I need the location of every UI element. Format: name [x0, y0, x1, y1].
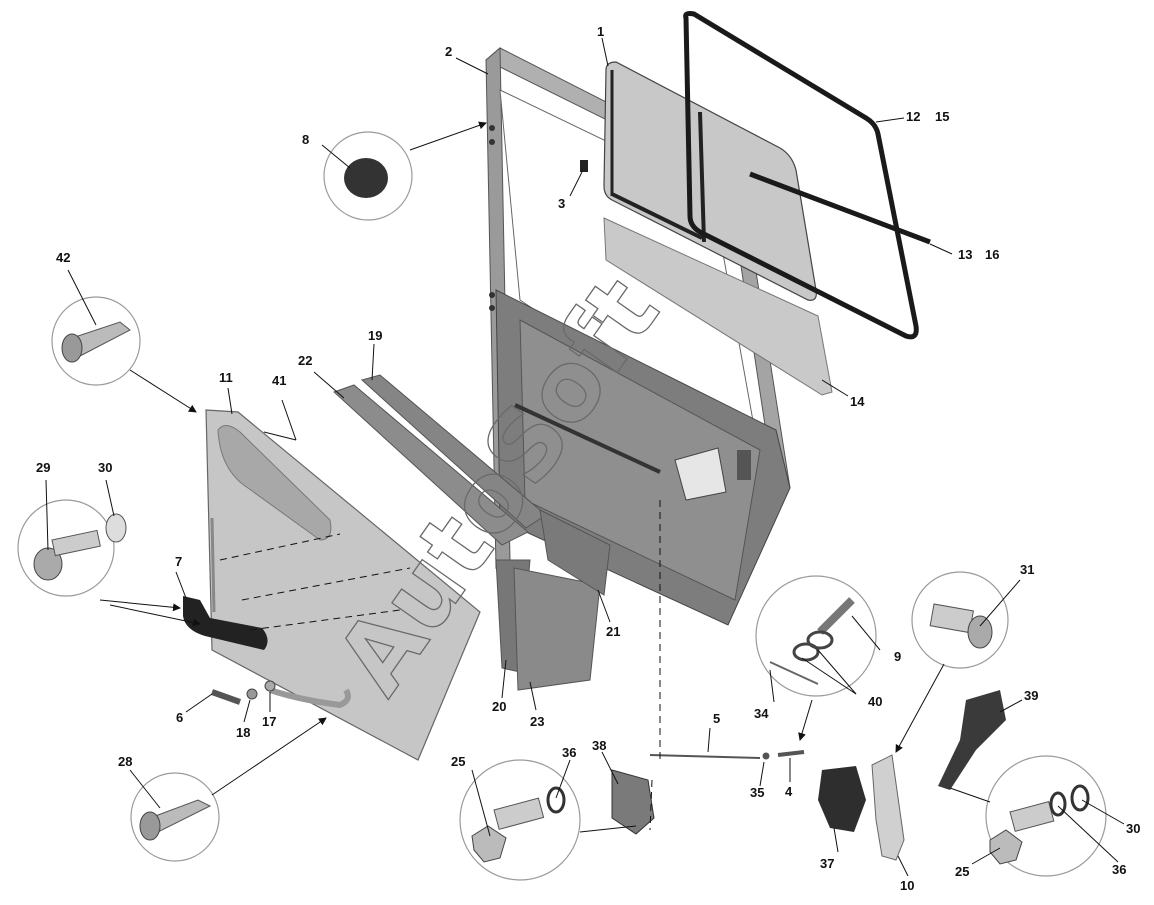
callout-label: 6	[176, 710, 183, 725]
callout-label: 16	[985, 247, 999, 262]
lock-mechanism-37	[818, 766, 866, 832]
door-trim-panel	[205, 409, 481, 761]
bracket-38	[611, 769, 655, 835]
callout-label: 28	[118, 754, 132, 769]
callout-label: 13	[958, 247, 972, 262]
lower-glass	[603, 217, 833, 396]
callout-label: 31	[1020, 562, 1034, 577]
inset-screw-28	[130, 772, 220, 862]
callout-label: 29	[36, 460, 50, 475]
callout-label: 22	[298, 353, 312, 368]
door-button-3	[580, 160, 588, 172]
inset-bolt-29-30	[17, 499, 127, 597]
window-seal	[683, 11, 919, 340]
callout-label: 12	[906, 109, 920, 124]
callout-label: 36	[562, 745, 576, 760]
leader-lines	[45, 37, 1125, 877]
rod-end-4	[777, 750, 805, 757]
callout-label: 25	[451, 754, 465, 769]
washer-18	[246, 688, 258, 700]
callout-label: 40	[868, 694, 882, 709]
callout-label: 15	[935, 109, 949, 124]
inset-screw-42	[51, 296, 141, 386]
callout-label: 25	[955, 864, 969, 879]
callout-label: 4	[785, 784, 793, 799]
callout-label: 37	[820, 856, 834, 871]
callout-label: 17	[262, 714, 276, 729]
callout-label: 34	[754, 706, 769, 721]
window-glass	[603, 61, 817, 301]
inset-plug-8	[323, 131, 413, 221]
rod-5	[649, 754, 761, 759]
callout-labels: 1 2 3 4 5 6 7 8 9 10 11 12 13 14 15 16 1…	[36, 24, 1140, 893]
callout-label: 23	[530, 714, 544, 729]
door-handle	[183, 596, 268, 650]
lever-39	[938, 690, 1006, 790]
callout-label: 10	[900, 878, 914, 893]
callout-label: 39	[1024, 688, 1038, 703]
inset-bolt-25-36-30	[985, 755, 1107, 877]
insulation-panel-22	[333, 384, 529, 546]
callout-label: 9	[894, 649, 901, 664]
callout-label: 8	[302, 132, 309, 147]
callout-label: 3	[558, 196, 565, 211]
callout-label: 41	[272, 373, 286, 388]
inset-pin-9-34-40	[755, 575, 877, 697]
callout-label: 1	[597, 24, 604, 39]
callout-label: 14	[850, 394, 865, 409]
callout-label: 20	[492, 699, 506, 714]
callout-label: 38	[592, 738, 606, 753]
seal-strip	[749, 171, 931, 245]
callout-label: 7	[175, 554, 182, 569]
callout-label: 19	[368, 328, 382, 343]
callout-label: 30	[98, 460, 112, 475]
bracket-10	[871, 754, 905, 861]
pin-6	[210, 689, 242, 705]
callout-label: 11	[219, 370, 233, 385]
insulation-panel-21	[539, 509, 611, 596]
callout-label: 36	[1112, 862, 1126, 877]
callout-label: 2	[445, 44, 452, 59]
inset-bolt-31	[911, 571, 1009, 669]
callout-label: 42	[56, 250, 70, 265]
ball-joint-35	[762, 752, 770, 760]
callout-label: 30	[1126, 821, 1140, 836]
callout-label: 21	[606, 624, 620, 639]
clip-17	[264, 680, 276, 692]
inset-bolt-25-36	[459, 759, 581, 881]
callout-label: 5	[713, 711, 720, 726]
callout-label: 18	[236, 725, 250, 740]
callout-label: 35	[750, 785, 764, 800]
insulation-panel-23	[513, 567, 601, 691]
